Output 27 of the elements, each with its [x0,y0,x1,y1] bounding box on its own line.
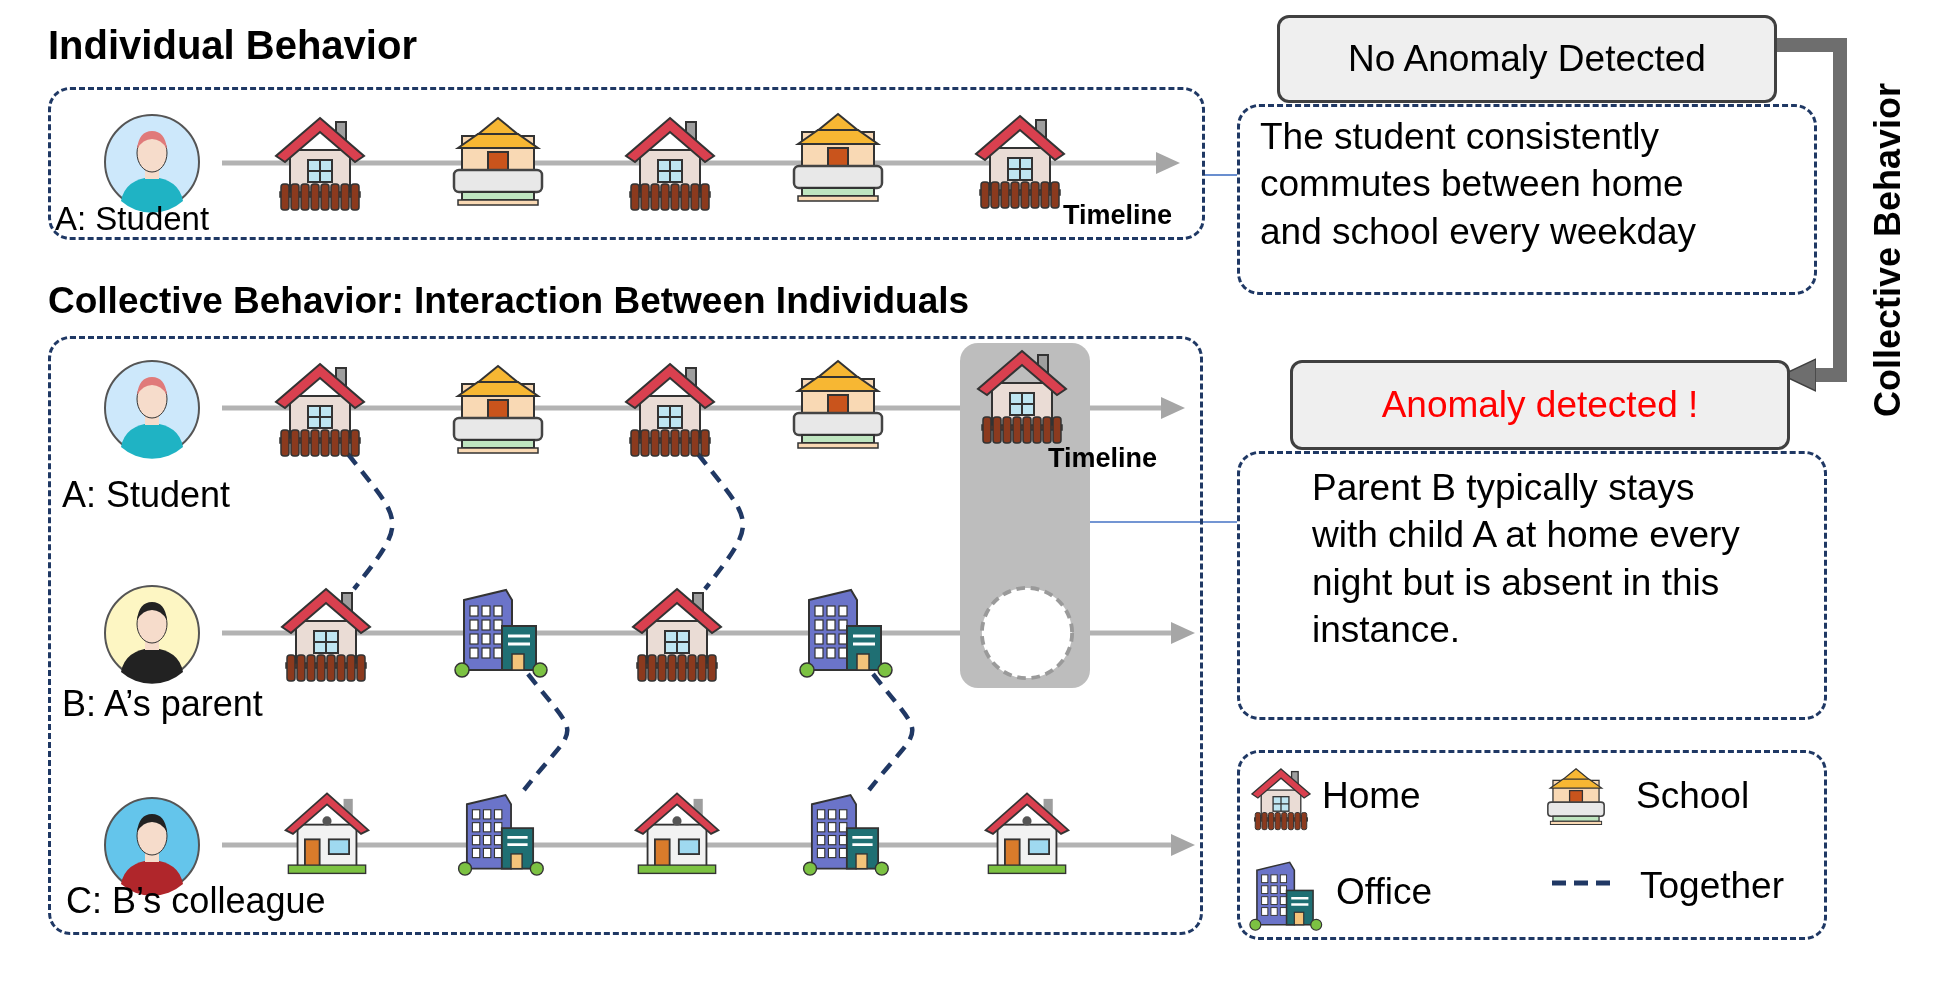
person-label: B: A’s parent [62,683,263,725]
person-label: C: B’s colleague [66,880,326,922]
person-label: A: Student [55,200,210,238]
axis-label: Timeline [1048,443,1158,475]
legend-text: Home [1322,775,1421,817]
dashed-connector [522,672,570,792]
note-box [1237,104,1817,295]
arrow [1777,38,1847,392]
axis-label: Timeline [1063,200,1173,232]
status-box: No Anomaly Detected [1277,15,1777,103]
leader-line [1089,521,1238,523]
leader-line [1204,174,1238,176]
dashed-connector [696,452,745,591]
section-heading: Collective Behavior: Interaction Between Individuals [48,280,970,322]
note-box [1237,451,1827,720]
person-label: A: Student [62,474,231,516]
legend-text: Office [1336,871,1432,913]
legend-text: Together [1640,865,1784,907]
dashed-connector [867,672,915,792]
empty-dashed-circle [979,585,1075,681]
legend-text: School [1636,775,1750,817]
edge-label: Collective Behavior [1866,81,1909,420]
status-box: Anomaly detected ! [1290,360,1790,450]
note-text: The student consistently commutes between home and school every weekday [1260,115,1698,254]
dashed-connector [346,452,395,591]
section-heading: Individual Behavior [48,23,417,68]
note-text: Parent B typically stays with child A at home every night but is absent in this instance. [1312,466,1741,653]
